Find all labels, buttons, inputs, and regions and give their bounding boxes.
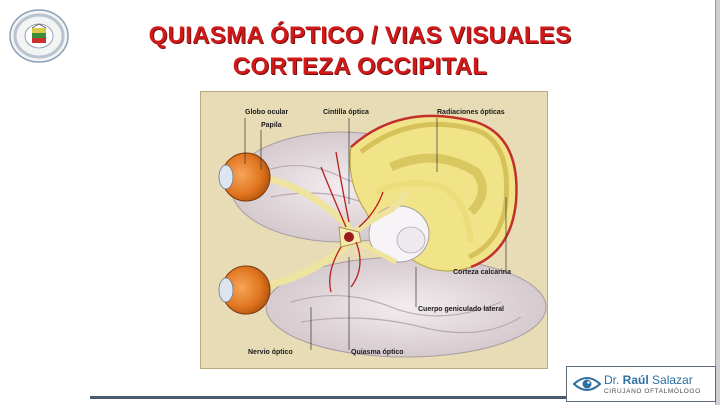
footer-divider bbox=[90, 396, 568, 399]
eye-icon bbox=[573, 377, 601, 391]
label-cuerpo-geniculado: Cuerpo geniculado lateral bbox=[418, 306, 504, 313]
label-papila: Papila bbox=[261, 122, 282, 129]
brand-name-suffix: Salazar bbox=[648, 373, 693, 387]
slide-right-edge-line bbox=[715, 0, 716, 405]
label-nervio-optico: Nervio óptico bbox=[248, 349, 293, 356]
institution-seal-icon bbox=[9, 9, 69, 63]
brand-name-prefix: Dr. bbox=[604, 373, 623, 387]
brand-subtitle: CIRUJANO OFTALMÓLOGO bbox=[604, 388, 701, 395]
branding-box: Dr. Raúl Salazar CIRUJANO OFTALMÓLOGO bbox=[566, 366, 716, 402]
slide-title: QUIASMA ÓPTICO / VIAS VISUALES CORTEZA O… bbox=[0, 20, 720, 82]
visual-pathway-figure: Globo ocular Papila Cintilla óptica Radi… bbox=[200, 91, 548, 369]
visual-pathway-illustration bbox=[218, 114, 547, 358]
label-quiasma-optico: Quiasma óptico bbox=[351, 349, 404, 356]
label-cintilla-optica: Cintilla óptica bbox=[323, 109, 369, 116]
brand-name: Dr. Raúl Salazar bbox=[604, 373, 693, 387]
label-globo-ocular: Globo ocular bbox=[245, 109, 289, 116]
title-line-2: CORTEZA OCCIPITAL bbox=[232, 53, 488, 80]
optic-nerve-bottom bbox=[260, 239, 354, 291]
slide-right-edge bbox=[716, 0, 720, 405]
optic-nerve-top bbox=[260, 173, 354, 233]
brand-name-bold: Raúl bbox=[622, 373, 649, 387]
label-corteza-calcarina: Corteza calcarina bbox=[453, 269, 511, 276]
title-line-1: QUIASMA ÓPTICO / VIAS VISUALES bbox=[148, 22, 572, 49]
optic-tract bbox=[349, 190, 409, 237]
label-radiaciones-opticas: Radiaciones ópticas bbox=[437, 109, 505, 116]
